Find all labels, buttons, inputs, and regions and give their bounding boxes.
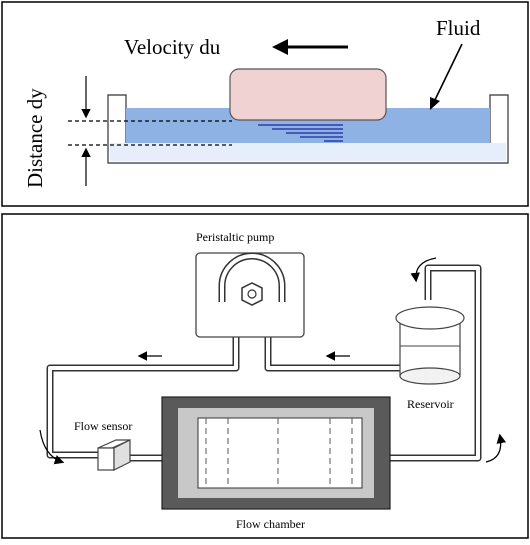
flow-direction-arrows bbox=[39, 257, 507, 465]
chamber-channel bbox=[197, 417, 363, 489]
flow-arrow-curve-left bbox=[39, 429, 65, 465]
shear-flow-panel: Velocity du Fluid Distance dy bbox=[1, 1, 529, 207]
tray-bottom-fill bbox=[110, 143, 506, 161]
peristaltic-pump: Peristaltic pump bbox=[195, 230, 305, 338]
pump-rotor-hub bbox=[247, 289, 257, 299]
flow-sensor: Flow sensor bbox=[74, 419, 132, 471]
velocity-label: Velocity du bbox=[124, 35, 221, 59]
reservoir-lid bbox=[395, 306, 465, 330]
velocity-streamlines bbox=[258, 124, 343, 142]
reservoir-label: Reservoir bbox=[407, 397, 454, 411]
flow-arrow-curve-right bbox=[485, 433, 507, 463]
fluid-label: Fluid bbox=[436, 16, 481, 40]
velocity-arrowhead bbox=[272, 39, 288, 55]
reservoir-base bbox=[399, 367, 461, 385]
flow-chamber-label: Flow chamber bbox=[236, 517, 305, 531]
flow-arrow-curve-top bbox=[410, 257, 437, 283]
sensor-body bbox=[97, 447, 115, 471]
flow-chamber: Flow chamber bbox=[161, 396, 391, 531]
pump-label: Peristaltic pump bbox=[196, 230, 274, 244]
moving-plate bbox=[229, 68, 387, 121]
reservoir: Reservoir bbox=[395, 306, 465, 411]
flow-sensor-label: Flow sensor bbox=[74, 419, 132, 433]
fluid-pointer-arrow bbox=[432, 43, 463, 105]
fluid-pointer-arrowhead bbox=[430, 97, 440, 110]
distance-label: Distance dy bbox=[23, 88, 47, 188]
flow-circuit-panel: Peristaltic pump Reservoir Flow sensor bbox=[1, 213, 529, 539]
